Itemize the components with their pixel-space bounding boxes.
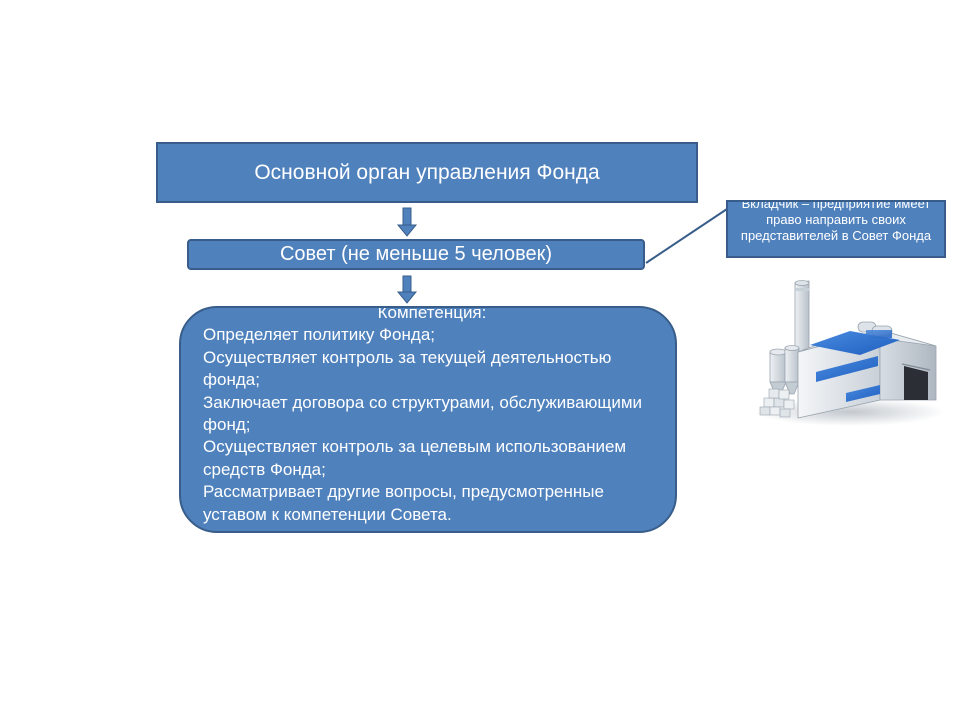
competence-box: Компетенция: Определяет политику Фонда; … [179, 306, 677, 533]
competence-item: Заключает договора со структурами, обслу… [203, 392, 643, 435]
competence-item: Осуществляет контроль за текущей деятель… [203, 347, 612, 390]
council-label: Совет (не меньше 5 человек) [279, 243, 553, 265]
arrow-down-icon [396, 207, 418, 237]
competence-item: Рассматривает другие вопросы, предусмотр… [203, 482, 604, 524]
callout-connector [645, 206, 731, 264]
main-body-label: Основной орган управления Фонда [254, 160, 600, 184]
contributor-note-box: Вкладчик – предприятие имеет право напра… [726, 200, 946, 258]
council-box: Совет (не меньше 5 человек) [187, 239, 645, 270]
competence-item: Осуществляет контроль за целевым использ… [203, 437, 627, 479]
main-body-box: Основной орган управления Фонда [156, 142, 698, 203]
competence-item: Определяет политику Фонда; [203, 325, 435, 345]
competence-title: Компетенция: [377, 306, 487, 322]
arrow-down-icon [396, 275, 418, 304]
contributor-note-text: Вкладчик – предприятие имеет право напра… [740, 200, 932, 243]
